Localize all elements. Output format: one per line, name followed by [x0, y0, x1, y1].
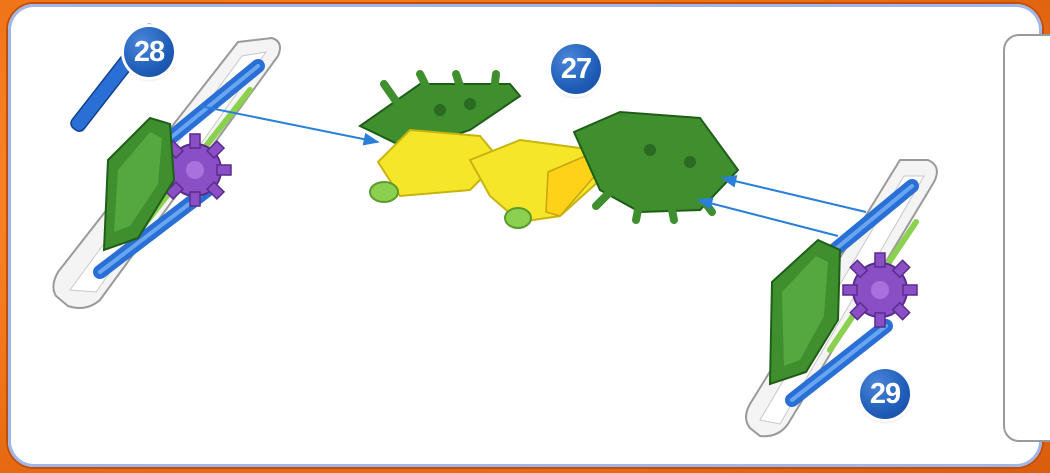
assembly-arrow-icon [698, 200, 838, 236]
step-badge-28: 28 [124, 27, 174, 77]
step-badge-27: 27 [551, 44, 601, 94]
purple-gear [843, 253, 917, 327]
green-rod-end-1 [370, 182, 398, 202]
step-badge-29: 29 [860, 369, 910, 419]
assembly-arrow-icon [722, 178, 866, 212]
center-subassembly [360, 74, 738, 228]
green-connector-right [574, 112, 738, 212]
green-rod-end-2 [505, 208, 531, 228]
